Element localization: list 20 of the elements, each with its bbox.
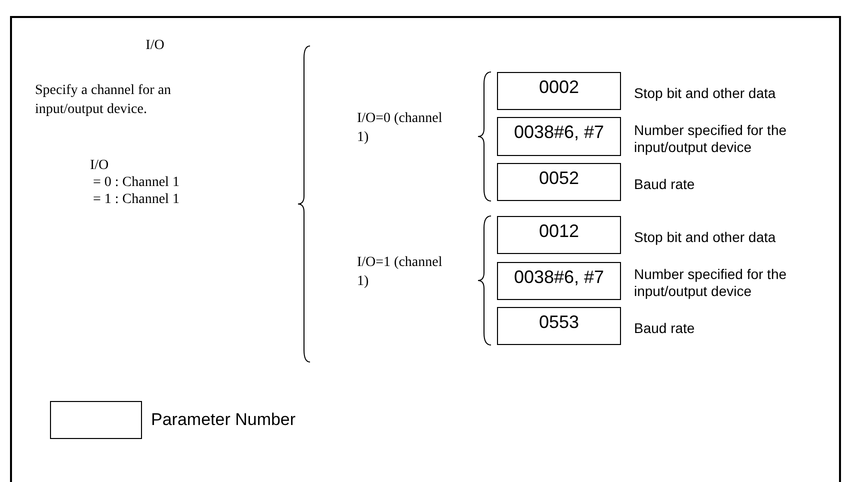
parameter-description: Number specified for the input/output device [634, 120, 788, 157]
parameter-box: 0052 [497, 163, 621, 201]
parameter-box: 0038#6, #7 [497, 262, 621, 300]
label-text: Specify a channel for an input/output device. [35, 82, 172, 119]
parameter-box: 0012 [497, 216, 621, 254]
parameter-description: Stop bit and other data [634, 228, 777, 247]
parameter-box: 0553 [497, 307, 621, 345]
label-text: I/O [90, 157, 109, 175]
parameter-description: Stop bit and other data [634, 84, 777, 103]
parameter-box: 0002 [497, 72, 621, 110]
label-text: = 1 : Channel 1 [93, 191, 180, 209]
parameter-description: Baud rate [634, 174, 696, 194]
parameter-box: 0038#6, #7 [497, 117, 621, 156]
label-text: I/O [144, 37, 166, 55]
label-text: I/O=0 (channel 1) [357, 110, 444, 147]
legend-text: Parameter Number [151, 409, 296, 432]
parameter-description: Baud rate [634, 318, 696, 338]
label-text: I/O=1 (channel 1) [357, 254, 444, 291]
label-text: = 0 : Channel 1 [93, 174, 180, 192]
parameter-description: Number specified for the input/output device [634, 265, 788, 301]
